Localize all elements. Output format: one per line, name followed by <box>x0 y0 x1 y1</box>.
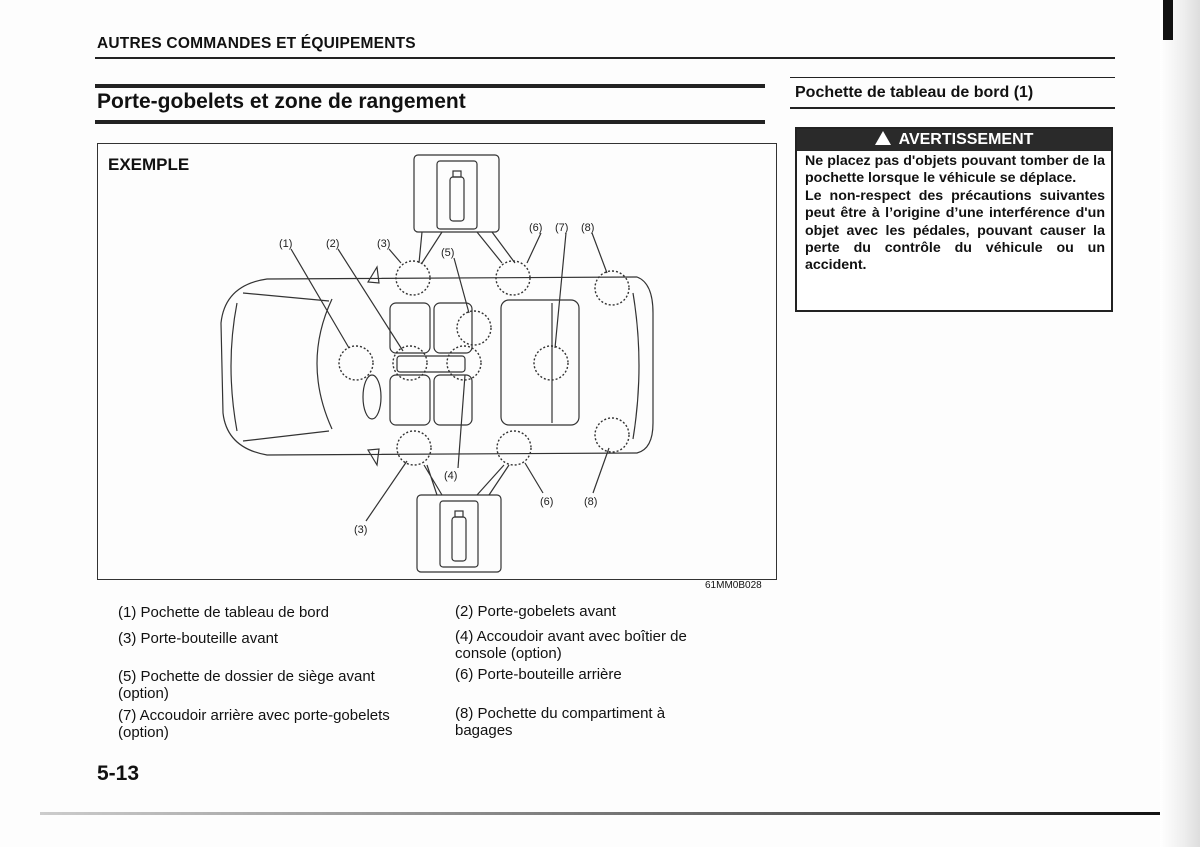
figure-code: 61MM0B028 <box>705 580 762 591</box>
legend-item-6: (6) Porte-bouteille arrière <box>455 666 622 683</box>
chapter-header: AUTRES COMMANDES ET ÉQUIPEMENTS <box>97 35 416 52</box>
mirror-bottom <box>366 448 380 467</box>
warning-box: AVERTISSEMENT Ne placez pas d'objets pou… <box>795 127 1113 312</box>
zone-5 <box>456 310 492 346</box>
legend-item-2: (2) Porte-gobelets avant <box>455 603 616 620</box>
legend-item-1: (1) Pochette de tableau de bord <box>118 604 329 621</box>
car-diagram: (1) (2) (3) (5) (6) (7) (8) (4) (6) (8) … <box>220 154 654 573</box>
windshield <box>316 298 333 430</box>
zone-3-top <box>395 260 431 296</box>
zone-6-bottom <box>496 430 532 466</box>
footer-rule <box>40 812 1165 815</box>
callout-8-bottom: (8) <box>584 496 597 508</box>
center-console <box>396 355 466 373</box>
warning-triangle-icon <box>874 131 891 145</box>
header-rule <box>95 57 1115 59</box>
figure-label: EXEMPLE <box>108 155 190 174</box>
scan-edge <box>1160 0 1200 847</box>
warning-heading: AVERTISSEMENT <box>797 129 1111 151</box>
zone-8-bottom <box>594 417 630 453</box>
zone-7 <box>533 345 569 381</box>
section-rule-top <box>95 84 765 88</box>
callout-3-top: (3) <box>377 238 390 250</box>
warning-paragraph-2: Le non-respect des précautions suivantes… <box>805 187 1105 274</box>
legend-item-5: (5) Pochette de dossier de siège avant (… <box>118 668 375 702</box>
legend-item-7: (7) Accoudoir arrière avec porte-gobelet… <box>118 707 390 741</box>
legend-item-3: (3) Porte-bouteille avant <box>118 630 279 647</box>
figure-frame: (1) (2) (3) (5) (6) (7) (8) (4) (6) (8) … <box>97 143 777 580</box>
legend-item-4: (4) Accoudoir avant avec boîtier de cons… <box>455 628 687 662</box>
callout-5: (5) <box>441 247 454 259</box>
legend-item-8: (8) Pochette du compartiment à bagages <box>455 705 666 739</box>
zone-6-top <box>495 260 531 296</box>
callout-2: (2) <box>326 238 339 250</box>
callout-6-bottom: (6) <box>540 496 553 508</box>
steering-wheel <box>362 374 382 420</box>
callout-7: (7) <box>555 222 568 234</box>
zone-8-top <box>594 270 630 306</box>
callout-6-top: (6) <box>529 222 542 234</box>
bottle-box-top <box>413 154 500 233</box>
warning-paragraph-1: Ne placez pas d'objets pouvant tomber de… <box>805 153 1105 187</box>
section-rule-bottom <box>95 120 765 124</box>
callout-4: (4) <box>444 470 457 482</box>
page-number: 5-13 <box>97 762 140 785</box>
front-seat-left <box>389 302 431 354</box>
car-body <box>220 276 654 456</box>
side-title: Pochette de tableau de bord (1) <box>795 84 1034 101</box>
zone-4 <box>446 345 482 381</box>
bottle-box-bottom <box>416 494 502 573</box>
zone-3-bottom <box>396 430 432 466</box>
side-rule-bottom <box>790 107 1115 109</box>
zone-2 <box>392 345 428 381</box>
zone-1 <box>338 345 374 381</box>
callout-8-top: (8) <box>581 222 594 234</box>
side-rule-top <box>790 77 1115 78</box>
scan-shadow <box>1163 0 1173 40</box>
warning-heading-text: AVERTISSEMENT <box>898 131 1034 148</box>
rear-seat <box>500 299 580 426</box>
callout-1: (1) <box>279 238 292 250</box>
mirror-top <box>366 265 380 284</box>
callout-3-bottom: (3) <box>354 524 367 536</box>
section-title: Porte-gobelets et zone de rangement <box>97 90 466 113</box>
